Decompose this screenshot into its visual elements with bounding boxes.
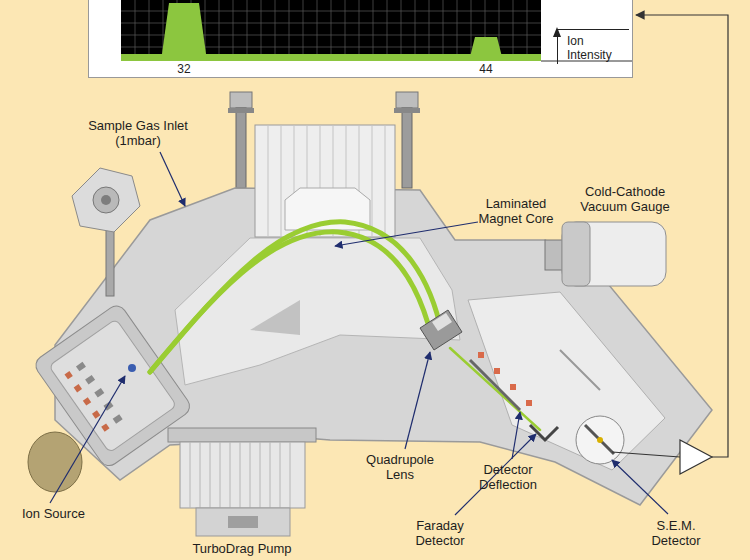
part-label-box: Detector Deflection bbox=[468, 462, 548, 492]
ion-source-point bbox=[128, 364, 136, 372]
detector-deflection-plates bbox=[470, 350, 600, 410]
part-label-box: TurboDrag Pump bbox=[172, 541, 312, 556]
mass-number: 32 bbox=[177, 62, 190, 76]
part-label: Laminated Magnet Core bbox=[478, 196, 553, 226]
detector-chamber bbox=[468, 292, 665, 470]
part-label-box: Cold-Cathode Vacuum Gauge bbox=[575, 184, 675, 214]
part-label: Quadrupole Lens bbox=[366, 452, 434, 482]
spectrum-panel: 32 44 Ion Intensity bbox=[88, 0, 633, 78]
part-label: S.E.M. Detector bbox=[651, 518, 700, 548]
part-label: Faraday Detector bbox=[415, 518, 464, 548]
leader-lines bbox=[50, 152, 668, 515]
part-label-box: Faraday Detector bbox=[400, 518, 480, 548]
faraday-cup bbox=[530, 425, 558, 440]
part-label-box: Laminated Magnet Core bbox=[466, 196, 566, 226]
sem-detector bbox=[576, 416, 624, 464]
mass-number: 44 bbox=[479, 62, 492, 76]
part-label-box: Ion Source bbox=[22, 506, 112, 521]
part-label-box: Quadrupole Lens bbox=[360, 452, 440, 482]
baffle bbox=[250, 300, 300, 335]
part-label: TurboDrag Pump bbox=[192, 541, 291, 556]
part-label-box: S.E.M. Detector bbox=[640, 518, 712, 548]
part-label: Ion Source bbox=[22, 506, 85, 521]
turbo-pump bbox=[168, 428, 316, 536]
inlet-valve bbox=[72, 168, 140, 296]
quadrupole-lens bbox=[420, 310, 462, 350]
part-label: Sample Gas Inlet (1mbar) bbox=[88, 118, 188, 148]
signal-wire bbox=[612, 452, 680, 457]
part-label: Cold-Cathode Vacuum Gauge bbox=[580, 184, 669, 214]
axis-label: Ion Intensity bbox=[567, 34, 625, 62]
part-label-box: Sample Gas Inlet (1mbar) bbox=[88, 118, 188, 148]
magnet-core bbox=[255, 125, 395, 237]
axis-label-box: Ion Intensity bbox=[557, 29, 629, 64]
part-label: Detector Deflection bbox=[479, 462, 537, 492]
amplifier-symbol bbox=[680, 440, 712, 474]
flight-chamber bbox=[175, 238, 460, 385]
ion-beam bbox=[150, 222, 540, 430]
spectrum-plot bbox=[89, 0, 632, 77]
housing bbox=[55, 188, 712, 505]
vacuum-gauge bbox=[545, 222, 666, 286]
